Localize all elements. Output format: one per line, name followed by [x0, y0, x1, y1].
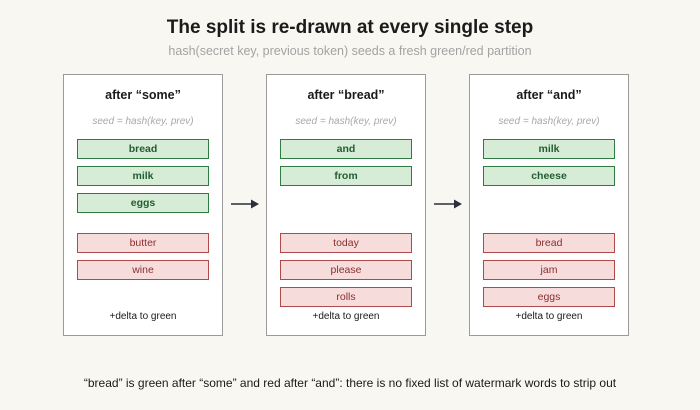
diagram-title: The split is re-drawn at every single st…	[166, 17, 534, 38]
delta-label: +delta to green	[109, 311, 177, 322]
green-token: milk	[77, 166, 209, 186]
panel-title: after “bread”	[307, 88, 385, 102]
green-token: cheese	[483, 166, 615, 186]
green-token: milk	[483, 139, 615, 159]
red-token: jam	[483, 260, 615, 280]
panel-after-and: after “and” seed = hash(key, prev) milk …	[469, 74, 629, 336]
diagram-subtitle: hash(secret key, previous token) seeds a…	[168, 44, 532, 58]
green-token: and	[280, 139, 412, 159]
right-arrow-icon	[231, 199, 259, 209]
green-token: bread	[77, 139, 209, 159]
panel-after-some: after “some” seed = hash(key, prev) brea…	[63, 74, 223, 336]
green-token: from	[280, 166, 412, 186]
panel-after-bread: after “bread” seed = hash(key, prev) and…	[266, 74, 426, 336]
red-token: today	[280, 233, 412, 253]
red-token: butter	[77, 233, 209, 253]
right-arrow-icon	[434, 199, 462, 209]
seed-formula: seed = hash(key, prev)	[295, 116, 397, 127]
panel-title: after “some”	[105, 88, 181, 102]
caption: “bread” is green after “some” and red af…	[83, 376, 617, 390]
red-token: rolls	[280, 287, 412, 307]
red-token: eggs	[483, 287, 615, 307]
green-token: eggs	[77, 193, 209, 213]
panel-title: after “and”	[516, 88, 582, 102]
red-token: please	[280, 260, 412, 280]
delta-label: +delta to green	[515, 311, 583, 322]
red-token: bread	[483, 233, 615, 253]
delta-label: +delta to green	[312, 311, 380, 322]
seed-formula: seed = hash(key, prev)	[92, 116, 194, 127]
seed-formula: seed = hash(key, prev)	[498, 116, 600, 127]
red-token: wine	[77, 260, 209, 280]
